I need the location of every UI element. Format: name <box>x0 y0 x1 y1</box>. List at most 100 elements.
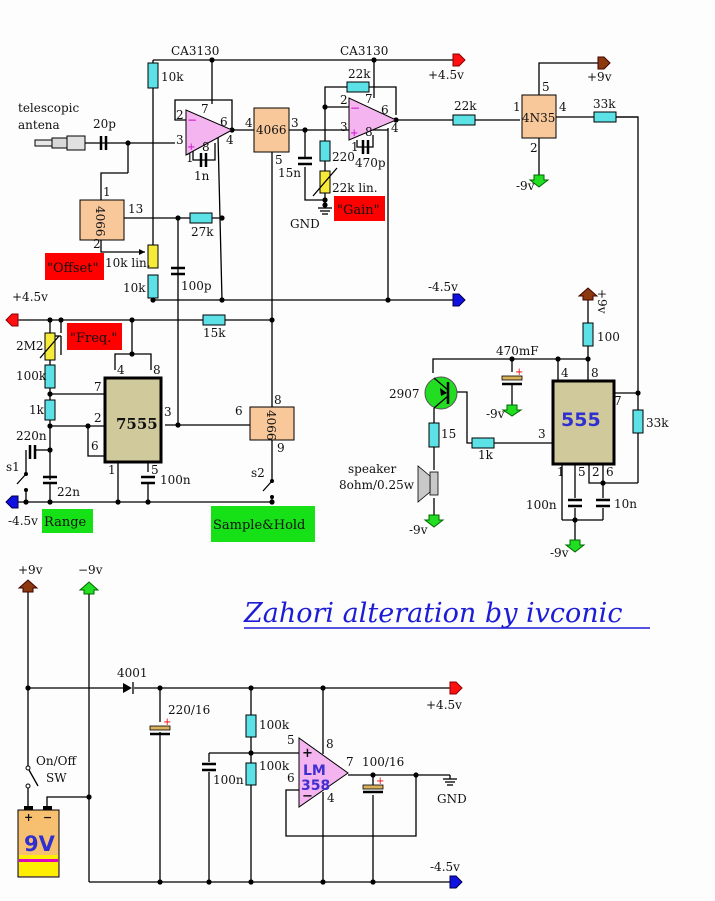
opamp1-minus: − <box>187 113 197 127</box>
resistor-100k-b <box>245 762 257 786</box>
pin-number: 6 <box>287 771 295 785</box>
switch-s2[interactable] <box>262 479 274 499</box>
pin-number: 4 <box>391 121 399 135</box>
resistor-100 <box>582 322 594 347</box>
minus-9v-arrow-cap <box>501 404 523 417</box>
opamp2-plus: + <box>350 128 358 139</box>
range-box <box>42 509 93 533</box>
label-p9-4n35: +9v <box>587 70 612 84</box>
resistor-10k-low <box>147 274 159 299</box>
capacitor-470mf <box>501 375 523 386</box>
junction-dot <box>585 356 591 362</box>
resistor-10k-top <box>147 62 159 89</box>
capacitor-220n <box>28 445 37 459</box>
junction-dot <box>115 499 121 505</box>
pin-number: 5 <box>287 733 295 747</box>
label-m9-cap: -9v <box>486 407 505 421</box>
pin-number: 7 <box>94 380 102 394</box>
label-ca3130-1: CA3130 <box>171 44 219 58</box>
label-1k-base: 1k <box>478 448 494 462</box>
junction-dot <box>157 879 163 885</box>
junction-dot <box>47 391 53 397</box>
label-470p: 470p <box>355 156 386 170</box>
plus-4-5v-arrow-top <box>452 53 466 67</box>
rail-arrows <box>5 53 611 889</box>
opamp-ca3130-1 <box>185 109 234 156</box>
junction-dot <box>145 499 151 505</box>
pin-number: 5 <box>151 463 159 477</box>
minus-9v-arrow-speaker <box>423 514 445 528</box>
label-27k: 27k <box>191 225 214 239</box>
junction-dot <box>572 517 578 523</box>
ic-4066-a-label: 4066 <box>256 123 287 137</box>
pin-number: 3 <box>291 116 299 130</box>
ic-4066-a <box>253 107 290 153</box>
capacitor-22n <box>43 475 57 485</box>
junction-dot <box>209 57 215 63</box>
resistor-33k-top <box>593 111 617 123</box>
pin-number: 8 <box>202 140 210 154</box>
label-onoff: On/Off <box>36 754 77 768</box>
battery-minus: − <box>43 811 52 824</box>
diode-4001 <box>123 682 134 694</box>
label-speaker-2: 8ohm/0.25w <box>339 478 415 492</box>
range-label: Range <box>44 515 87 530</box>
label-20p: 20p <box>93 117 116 131</box>
junction-dot <box>47 317 53 323</box>
switch-s1[interactable] <box>16 472 28 492</box>
pin-number: 1 <box>186 151 194 165</box>
transistor-2907 <box>424 376 458 410</box>
label-1n: 1n <box>194 169 210 183</box>
plus-9v-arrow-psu <box>17 579 39 593</box>
junction-dot <box>85 423 91 429</box>
pin-number: 5 <box>275 153 283 167</box>
pin-number: 2 <box>93 237 101 251</box>
capacitor-470p <box>361 140 370 154</box>
ic-4n35-label: 4N35 <box>522 111 555 125</box>
label-gnd-psu: GND <box>437 792 467 806</box>
capacitors <box>28 136 610 772</box>
pin-number: 1 <box>108 463 116 477</box>
resistor-100k-a <box>245 714 257 738</box>
opamp-ca3130-2 <box>348 97 398 141</box>
pin-number: 2 <box>530 141 538 155</box>
label-2907: 2907 <box>389 387 420 401</box>
switch-on-off[interactable] <box>25 765 39 806</box>
pin-number: 4 <box>226 133 234 147</box>
label-100k-a: 100k <box>259 718 290 732</box>
pin-number: 6 <box>606 465 614 479</box>
speaker <box>417 465 439 503</box>
ic-555-label: 555 <box>561 409 601 431</box>
pin-number: 5 <box>542 80 550 94</box>
pin-number: 4 <box>327 791 335 805</box>
junction-dot <box>248 685 254 691</box>
junction-dot <box>150 297 156 303</box>
label-100p: 100p <box>181 279 212 293</box>
label-gnd-gain: GND <box>290 217 320 231</box>
label-10k-top: 10k <box>161 70 184 84</box>
junction-dot <box>370 879 376 885</box>
potentiometers[interactable] <box>39 167 338 361</box>
resistor-15 <box>428 422 440 448</box>
label-10k-low: 10k <box>123 281 146 295</box>
minus-4-5v-arrow-psu <box>449 875 463 889</box>
capacitor-220-16 <box>149 725 171 736</box>
pin-number: 3 <box>538 427 546 441</box>
junction-dot <box>248 750 254 756</box>
junction-dot <box>322 197 328 203</box>
label-470mf: 470mF <box>496 344 539 358</box>
label-100n-7555: 100n <box>160 473 191 487</box>
pin-number: 4 <box>245 116 253 130</box>
label-15: 15 <box>441 427 456 441</box>
labels: CA3130 CA3130 +4.5v +9v -9v -4.5v +4.5v … <box>6 44 669 874</box>
antenna-label-line1: telescopic <box>18 101 79 115</box>
label-15k: 15k <box>203 326 226 340</box>
capacitor-10n <box>596 498 610 508</box>
opamp1-plus: + <box>187 142 195 153</box>
resistors <box>44 62 644 786</box>
pin-number: 7 <box>201 102 209 116</box>
pin-number: 4 <box>561 366 569 380</box>
minus-4-5v-arrow-left <box>5 495 19 509</box>
pin-numbers: 2 7 3 6 4 1 8 2 7 3 6 4 1 8 4 3 5 1 13 2… <box>91 80 622 805</box>
pin-number: 9 <box>277 441 285 455</box>
